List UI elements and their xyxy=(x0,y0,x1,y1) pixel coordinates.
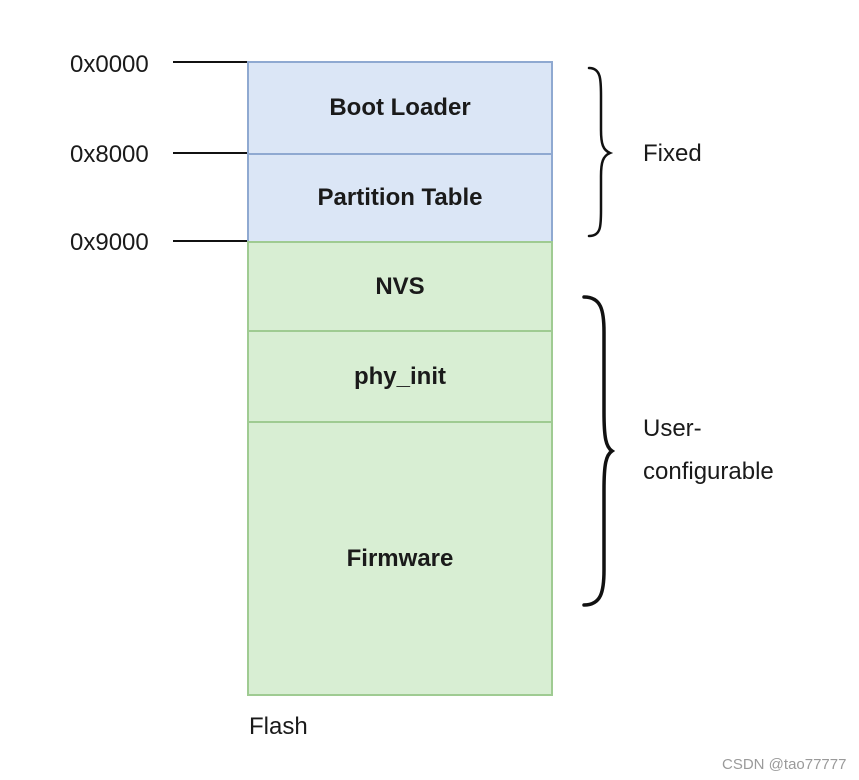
fixed-group-brace xyxy=(587,66,614,238)
group-label-user-configurable: User- configurable xyxy=(643,407,774,493)
partition-label: Boot Loader xyxy=(329,94,471,121)
partition-label: phy_init xyxy=(353,362,446,390)
address-tick-0x0000 xyxy=(173,61,249,63)
partition-phy-init: phy_init xyxy=(247,330,553,423)
partition-label: NVS xyxy=(375,272,425,300)
user-configurable-group-brace xyxy=(582,295,616,607)
address-label-0x9000: 0x9000 xyxy=(70,229,149,256)
partition-label: Partition Table xyxy=(317,184,483,211)
group-label-line: User- xyxy=(643,415,702,442)
partition-nvs: NVS xyxy=(247,241,553,332)
watermark: CSDN @tao77777 xyxy=(722,756,847,773)
address-tick-0x9000 xyxy=(173,240,249,242)
partition-partition-table: Partition Table xyxy=(247,153,553,243)
partition-firmware: Firmware xyxy=(247,421,553,696)
address-label-0x8000: 0x8000 xyxy=(70,141,149,168)
group-label-fixed: Fixed xyxy=(643,140,702,167)
partition-label: Firmware xyxy=(346,544,454,572)
group-label-line: configurable xyxy=(643,458,774,485)
flash-caption: Flash xyxy=(249,713,308,740)
address-tick-0x8000 xyxy=(173,152,249,154)
address-label-0x0000: 0x0000 xyxy=(70,51,149,78)
